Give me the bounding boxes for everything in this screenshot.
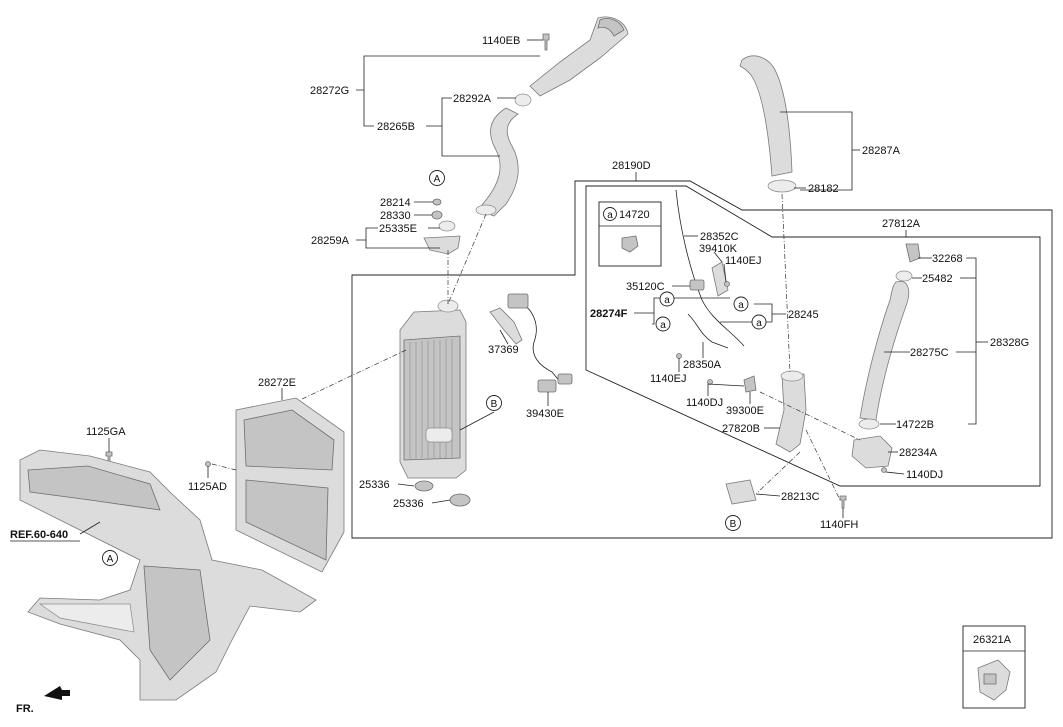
callout-a-2: a [733, 296, 749, 312]
front-arrow-icon [44, 686, 70, 700]
grommet-25336-a [414, 480, 434, 492]
label-25335E: 25335E [379, 223, 417, 235]
hose-28275C [859, 280, 910, 421]
label-1140EB: 1140EB [482, 35, 520, 47]
label-28190D: 28190D [612, 160, 651, 172]
part-28330 [431, 210, 443, 220]
label-26321A: 26321A [973, 634, 1012, 646]
intake-hose-curve [477, 107, 519, 217]
label-28350A: 28350A [683, 359, 722, 371]
label-1140EJ-lower: 1140EJ [650, 373, 687, 385]
cover-28213C [725, 479, 757, 505]
label-39410K: 39410K [699, 243, 738, 255]
clamp-25482 [895, 270, 913, 282]
bracket-37369 [489, 307, 523, 345]
label-1140DJ-left: 1140DJ [686, 397, 723, 409]
fitting-32268 [905, 243, 921, 263]
label-1125GA: 1125GA [86, 426, 126, 438]
clip-1125AD [205, 461, 211, 467]
label-28213C: 28213C [781, 491, 820, 503]
svg-text:A: A [107, 554, 114, 565]
label-28245: 28245 [788, 309, 819, 321]
label-28330: 28330 [380, 210, 411, 222]
bracket-28259A [423, 235, 461, 255]
label-28272E: 28272E [258, 377, 296, 389]
label-35120C: 35120C [626, 281, 665, 293]
clamp-28182 [767, 179, 797, 193]
part-28214 [432, 198, 442, 206]
callout-B-bottom: B [725, 515, 741, 531]
label-28275C: 28275C [910, 347, 949, 359]
label-28328G: 28328G [990, 337, 1029, 349]
part-25335E [438, 220, 456, 232]
callout-a-4: a [751, 314, 767, 330]
air-hose-28287A [739, 55, 793, 177]
label-28287A: 28287A [862, 145, 901, 157]
label-front: FR. [16, 703, 34, 715]
label-37369: 37369 [488, 344, 519, 356]
label-1140DJ-right: 1140DJ [906, 469, 943, 481]
label-28274F: 28274F [590, 308, 628, 320]
label-27812A: 27812A [882, 218, 921, 230]
svg-text:a: a [756, 318, 762, 329]
callout-A-top: A [429, 170, 445, 186]
label-39300E: 39300E [726, 405, 764, 417]
callout-A-bottom: A [102, 550, 118, 566]
svg-text:A: A [434, 174, 441, 185]
main-assembly-frame [351, 180, 1053, 539]
svg-text:a: a [664, 295, 670, 306]
label-14720: 14720 [619, 209, 650, 221]
detail-box-26321A [962, 625, 1026, 709]
svg-text:a: a [660, 320, 666, 331]
svg-text:a: a [607, 210, 613, 221]
bolt-1140EB [542, 33, 550, 51]
label-ref-60-640: REF.60-640 [10, 529, 68, 541]
label-39430E: 39430E [526, 408, 564, 420]
label-25482: 25482 [922, 273, 953, 285]
label-28292A: 28292A [453, 93, 492, 105]
callout-a-3: a [655, 316, 671, 332]
clamp-14722B [858, 418, 880, 430]
pipe-27820B [775, 373, 807, 453]
callout-a-box: a [603, 207, 617, 221]
valve-28234A [851, 435, 893, 469]
label-28234A: 28234A [899, 447, 938, 459]
label-1140FH: 1140FH [820, 519, 858, 531]
label-1125AD: 1125AD [188, 481, 227, 493]
wire-28352C [675, 189, 745, 347]
label-27820B: 27820B [722, 423, 760, 435]
hose-28350A [687, 313, 729, 349]
callout-B-intercooler: B [486, 395, 502, 411]
sensor-35120C [689, 279, 705, 291]
label-28259A: 28259A [311, 235, 350, 247]
svg-text:a: a [738, 300, 744, 311]
label-28352C: 28352C [700, 231, 739, 243]
label-1140EJ-upper: 1140EJ [725, 255, 762, 267]
label-25336-upper: 25336 [359, 479, 390, 491]
detail-box-14720 [598, 201, 662, 267]
label-28182: 28182 [808, 183, 839, 195]
label-32268: 32268 [932, 253, 963, 265]
label-28214: 28214 [380, 197, 411, 209]
callout-a-1: a [659, 291, 675, 307]
label-14722B: 14722B [896, 419, 934, 431]
svg-text:B: B [730, 519, 737, 530]
bolt-1140FH [839, 495, 847, 509]
hose-clamp-28292A [514, 93, 532, 107]
label-28265B: 28265B [377, 121, 415, 133]
bracket-39410K [711, 261, 729, 297]
label-28272G: 28272G [310, 85, 349, 97]
svg-text:B: B [491, 399, 498, 410]
bracket-39300E [743, 375, 757, 393]
grommet-25336-b [449, 493, 471, 507]
clip-14720 [621, 235, 639, 253]
intake-hose-upper [529, 16, 629, 97]
sub-assembly-frame [585, 185, 1041, 487]
label-25336-lower: 25336 [393, 498, 424, 510]
wiring-39430E [519, 301, 563, 385]
